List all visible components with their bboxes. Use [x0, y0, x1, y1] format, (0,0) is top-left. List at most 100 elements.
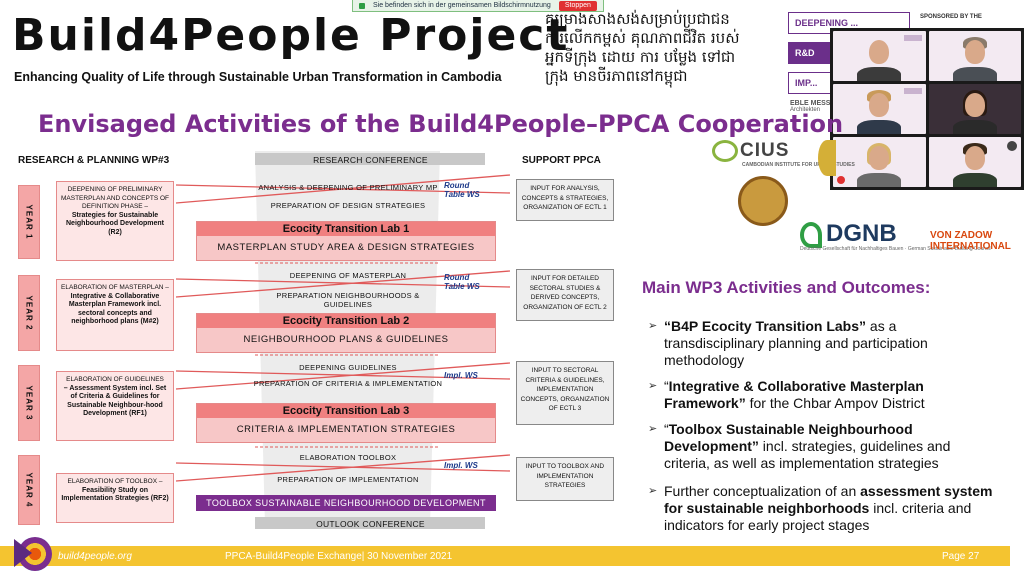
research-box-line: ELABORATION OF GUIDELINES — [66, 376, 164, 383]
cius-icon — [712, 140, 738, 162]
year-label: YEAR 1 — [24, 204, 34, 240]
activities-diagram: RESEARCH & PLANNING WP#3 SUPPORT PPCA RE… — [0, 145, 640, 535]
year-1-bar: YEAR 1 — [18, 185, 40, 259]
participant-avatar — [869, 40, 890, 64]
share-indicator-icon — [359, 2, 365, 9]
research-box-outcome: – Assessment System incl. Set of Criteri… — [63, 384, 167, 418]
wp3-bullet: ➢ “B4P Ecocity Transition Labs” as a tra… — [648, 318, 998, 369]
participant-body — [952, 173, 997, 187]
cius-logo-sub: CAMBODIAN INSTITUTE FOR URBAN STUDIES — [742, 162, 855, 169]
khmer-line: ក្រុង មានចីរភាពនៅកម្ពុជា — [545, 67, 688, 85]
flow-arrow — [175, 278, 511, 288]
ecocity-lab-2: Ecocity Transition Lab 2 NEIGHBOURHOOD P… — [196, 313, 496, 353]
cius-logo: CIUS CAMBODIAN INSTITUTE FOR URBAN STUDI… — [712, 140, 855, 168]
bullet-bold: Toolbox Sustainable Neighbourhood Develo… — [664, 421, 913, 454]
research-box-line: ELABORATION OF TOOLBOX – — [67, 478, 163, 485]
headphones-icon — [1007, 141, 1017, 151]
dgnb-icon — [800, 221, 822, 248]
lab-subtitle: CRITERIA & IMPLEMENTATION STRATEGIES — [236, 424, 456, 435]
participant-body — [952, 67, 997, 81]
participant-video-tile[interactable] — [833, 84, 926, 134]
screen-share-message: Sie befinden sich in der gemeinsamen Bil… — [373, 2, 551, 9]
research-box-outcome: Strategies for Sustainable Neighbourhood… — [66, 211, 164, 236]
bullet-arrow-icon: ➢ — [648, 423, 658, 435]
participant-video-tile[interactable] — [928, 84, 1021, 134]
flow-arrow — [175, 462, 511, 472]
eble-messerschmidt-logo: EBLE MESS Architekten — [790, 100, 830, 113]
flow-arrow — [175, 174, 511, 204]
vzi-logo-text: INTERNATIONAL — [930, 241, 1011, 252]
wp3-bullet: ➢ “Toolbox Sustainable Neighbourhood Dev… — [648, 421, 998, 472]
research-box-year-2: ELABORATION OF MASTERPLAN – Integrative … — [56, 279, 174, 351]
year-label: YEAR 4 — [24, 472, 34, 508]
bullet-post: as a transdisciplinary planning and part… — [664, 318, 928, 368]
year-label: YEAR 3 — [24, 385, 34, 421]
right-column-heading: SUPPORT PPCA — [522, 155, 601, 166]
year-2-bar: YEAR 2 — [18, 275, 40, 351]
participant-avatar — [964, 146, 985, 170]
bullet-arrow-icon: ➢ — [648, 320, 658, 332]
stop-sharing-button[interactable]: Stoppen — [558, 0, 597, 11]
participant-video-tile[interactable] — [833, 31, 926, 81]
activity-label: PREPARATION NEIGHBOURHOODS & GUIDELINES — [276, 291, 420, 309]
background-logo-icon — [903, 35, 922, 41]
conference-bar — [255, 517, 485, 529]
workshop-label: Impl. WS — [444, 371, 478, 380]
footer-bar — [0, 546, 1010, 566]
video-participant-grid — [830, 28, 1024, 190]
participant-body — [857, 173, 902, 187]
research-conference-label: RESEARCH CONFERENCE — [313, 155, 428, 165]
support-box-year-4: INPUT TO TOOLBOX AND IMPLEMENTATION STRA… — [516, 457, 614, 501]
footer-website: build4people.org — [58, 551, 132, 562]
participant-avatar — [964, 40, 985, 64]
medal-icon — [818, 140, 836, 176]
workshop-label: Impl. WS — [444, 461, 478, 470]
participant-avatar — [869, 93, 890, 117]
wp3-bullet: ➢ “Integrative & Collaborative Masterpla… — [648, 378, 998, 412]
lab-title: Ecocity Transition Lab 1 — [197, 222, 495, 236]
khmer-line: អ្នកទីក្រុង ដោយ ការ បម្លែង ទៅជា — [545, 48, 736, 66]
bullet-arrow-icon: ➢ — [648, 485, 658, 497]
participant-video-tile[interactable] — [928, 31, 1021, 81]
background-logo-icon — [903, 88, 922, 94]
outlook-conference-label: OUTLOOK CONFERENCE — [316, 519, 425, 529]
wp3-title: Main WP3 Activities and Outcomes: — [642, 278, 931, 297]
participant-video-tile[interactable] — [928, 137, 1021, 187]
ministry-seal-icon — [738, 176, 788, 226]
participant-avatar — [964, 93, 985, 117]
left-column-heading: RESEARCH & PLANNING WP#3 — [18, 155, 170, 166]
research-box-line: DEEPENING OF PRELIMINARY MASTERPLAN AND … — [61, 186, 169, 210]
vzi-logo-text: VON ZADOW — [930, 230, 993, 241]
year-label: YEAR 2 — [24, 295, 34, 331]
project-title: Build4People Project — [12, 10, 570, 61]
cius-logo-text: CIUS — [740, 140, 790, 162]
activity-label: DEEPENING GUIDELINES — [299, 363, 397, 372]
flow-arrow — [175, 454, 511, 482]
participant-video-tile[interactable] — [833, 137, 926, 187]
workshop-label: Round Table WS — [444, 181, 480, 199]
activity-label: PREPARATION OF CRITERIA & IMPLEMENTATION — [253, 379, 443, 388]
bullet-post: for the Chbar Ampov District — [745, 395, 925, 411]
research-box-year-3: ELABORATION OF GUIDELINES – Assessment S… — [56, 371, 174, 441]
bullet-post: incl. criteria and indicators for early … — [664, 500, 972, 533]
toolbox-bar: TOOLBOX SUSTAINABLE NEIGHBOURHOOD DEVELO… — [196, 495, 496, 511]
dgnb-logo: DGNB Deutsche Gesellschaft für Nachhalti… — [800, 220, 991, 252]
screen-share-bar: Sie befinden sich in der gemeinsamen Bil… — [352, 0, 604, 12]
dgnb-logo-sub: Deutsche Gesellschaft für Nachhaltiges B… — [800, 246, 991, 252]
year-3-bar: YEAR 3 — [18, 365, 40, 441]
participant-body — [857, 67, 902, 81]
lab-subtitle: NEIGHBOURHOOD PLANS & GUIDELINES — [243, 334, 449, 345]
activity-label: PREPARATION OF IMPLEMENTATION — [277, 475, 419, 484]
ecocity-lab-3: Ecocity Transition Lab 3 CRITERIA & IMPL… — [196, 403, 496, 443]
lab-title: Ecocity Transition Lab 3 — [197, 404, 495, 418]
footer-event: PPCA-Build4People Exchange| 30 November … — [225, 551, 453, 562]
sponsored-label: SPONSORED BY THE — [920, 14, 982, 20]
eble-logo-sub: Architekten — [790, 107, 821, 113]
von-zadow-logo: VON ZADOW INTERNATIONAL — [930, 230, 1011, 252]
slide-footer: build4people.org PPCA-Build4People Excha… — [0, 537, 1024, 571]
participant-body — [857, 120, 902, 134]
bullet-bold: assessment system for sustainable neighb… — [664, 483, 993, 516]
workshop-label: Round Table WS — [444, 273, 480, 291]
participant-avatar — [869, 146, 890, 170]
bullet-pre: “ — [664, 378, 669, 394]
